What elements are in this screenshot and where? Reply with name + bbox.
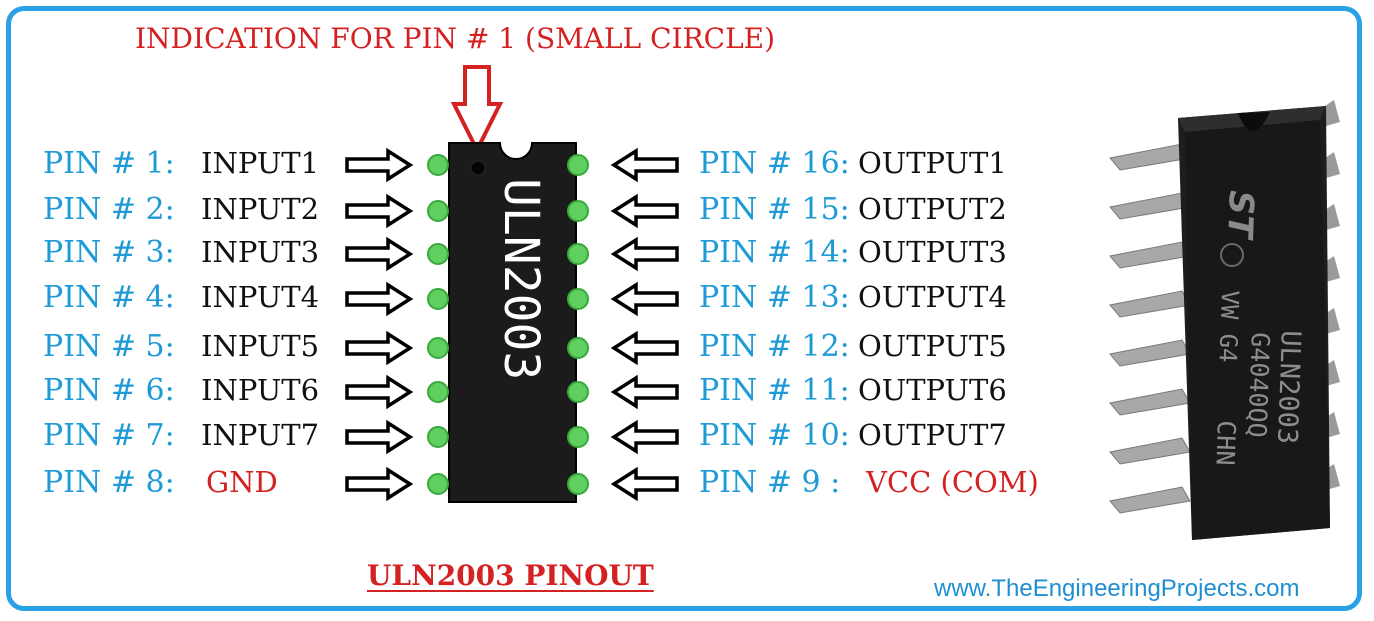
arrow-right-icon <box>347 470 410 498</box>
pin-number-label: PIN # 10: <box>699 421 850 451</box>
pin-number-label: PIN # 12: <box>699 332 850 362</box>
pin-number-label: PIN # 15: <box>699 195 850 225</box>
arrow-right-icon <box>347 334 410 362</box>
pinout-caption: ULN2003 PINOUT <box>367 562 654 590</box>
pin-function-label: INPUT2 <box>201 195 319 224</box>
arrow-left-icon <box>614 378 677 406</box>
pin-number-label: PIN # 3: <box>43 238 175 268</box>
pin-pad <box>568 155 588 175</box>
chip-photo: ST ULN2003 G4040QQ CHN VW G4 <box>1110 100 1340 540</box>
pin-pad <box>568 427 588 447</box>
pin-function-label: VCC (COM) <box>866 468 1039 497</box>
photo-leg <box>1110 291 1190 317</box>
photo-marking-3: CHN <box>1210 420 1241 466</box>
pin-function-label: OUTPUT1 <box>858 149 1007 178</box>
pin-function-label: INPUT3 <box>201 238 319 267</box>
pin-pad <box>428 155 448 175</box>
pin-function-label: INPUT4 <box>201 283 319 312</box>
arrow-left-icon <box>614 197 677 225</box>
arrow-right-icon <box>347 151 410 179</box>
pin-number-label: PIN # 5: <box>43 332 175 362</box>
photo-leg <box>1110 242 1190 268</box>
pin-function-label: OUTPUT6 <box>858 376 1007 405</box>
arrow-left-icon <box>614 151 677 179</box>
pin-number-label: PIN # 4: <box>43 283 175 313</box>
pin-number-label: PIN # 13: <box>699 283 850 313</box>
pin1-indication-title: INDICATION FOR PIN # 1 (SMALL CIRCLE) <box>135 25 775 53</box>
pin-pad <box>428 201 448 221</box>
pin-number-label: PIN # 7: <box>43 421 175 451</box>
pin-pad <box>428 427 448 447</box>
pin-number-label: PIN # 6: <box>43 376 175 406</box>
pin-number-label: PIN # 2: <box>43 195 175 225</box>
arrow-right-icon <box>347 285 410 313</box>
pin-pad <box>428 338 448 358</box>
pin-number-label: PIN # 8: <box>43 468 175 498</box>
pin1-dot <box>471 161 485 175</box>
pin-function-label: OUTPUT2 <box>858 195 1007 224</box>
pin-function-label: OUTPUT3 <box>858 238 1007 267</box>
arrow-right-icon <box>347 423 410 451</box>
pin-function-label: INPUT7 <box>201 421 319 450</box>
arrow-left-icon <box>614 423 677 451</box>
website-link[interactable]: www.TheEngineeringProjects.com <box>934 577 1300 601</box>
pin-pad <box>568 474 588 494</box>
photo-marking-2: G4040QQ <box>1242 332 1275 438</box>
pin-number-label: PIN # 11: <box>699 376 850 406</box>
photo-leg <box>1110 487 1190 513</box>
pin-function-label: INPUT1 <box>201 149 319 178</box>
pin-number-label: PIN # 1: <box>43 149 175 179</box>
pin-pad <box>568 289 588 309</box>
pin-function-label: INPUT5 <box>201 332 319 361</box>
pin-pad <box>428 244 448 264</box>
pin-pad <box>428 474 448 494</box>
pin-number-label: PIN # 16: <box>699 149 850 179</box>
arrow-left-icon <box>614 470 677 498</box>
arrow-left-icon <box>614 334 677 362</box>
pin-pad <box>568 201 588 221</box>
photo-leg <box>1110 144 1190 170</box>
arrow-right-icon <box>347 240 410 268</box>
pin-function-label: OUTPUT7 <box>858 421 1007 450</box>
right-arrows <box>614 151 677 498</box>
arrow-right-icon <box>347 378 410 406</box>
photo-leg <box>1110 438 1190 464</box>
pin-function-label: GND <box>206 468 278 497</box>
pin-number-label: PIN # 14: <box>699 238 850 268</box>
left-arrows <box>347 151 410 498</box>
chip-label: ULN2003 <box>493 178 549 380</box>
pin-pad <box>568 338 588 358</box>
arrow-left-icon <box>614 285 677 313</box>
photo-marking-1: ULN2003 <box>1271 330 1306 445</box>
photo-leg <box>1110 340 1190 366</box>
photo-leg <box>1110 193 1190 219</box>
pin-number-label: PIN # 9 : <box>699 468 840 498</box>
pin-pad <box>568 244 588 264</box>
photo-leg <box>1110 389 1190 415</box>
pin-pad <box>428 289 448 309</box>
photo-marking-4: VW G4 <box>1213 290 1244 363</box>
arrow-right-icon <box>347 197 410 225</box>
pin-pad <box>568 382 588 402</box>
pin-function-label: OUTPUT5 <box>858 332 1007 361</box>
pin-function-label: INPUT6 <box>201 376 319 405</box>
pin-pad <box>428 382 448 402</box>
pin-function-label: OUTPUT4 <box>858 283 1007 312</box>
arrow-left-icon <box>614 240 677 268</box>
pin1-indicator-arrow <box>454 67 500 150</box>
st-logo: ST <box>1219 190 1261 242</box>
chip-diagram: ULN2003 <box>428 143 588 502</box>
